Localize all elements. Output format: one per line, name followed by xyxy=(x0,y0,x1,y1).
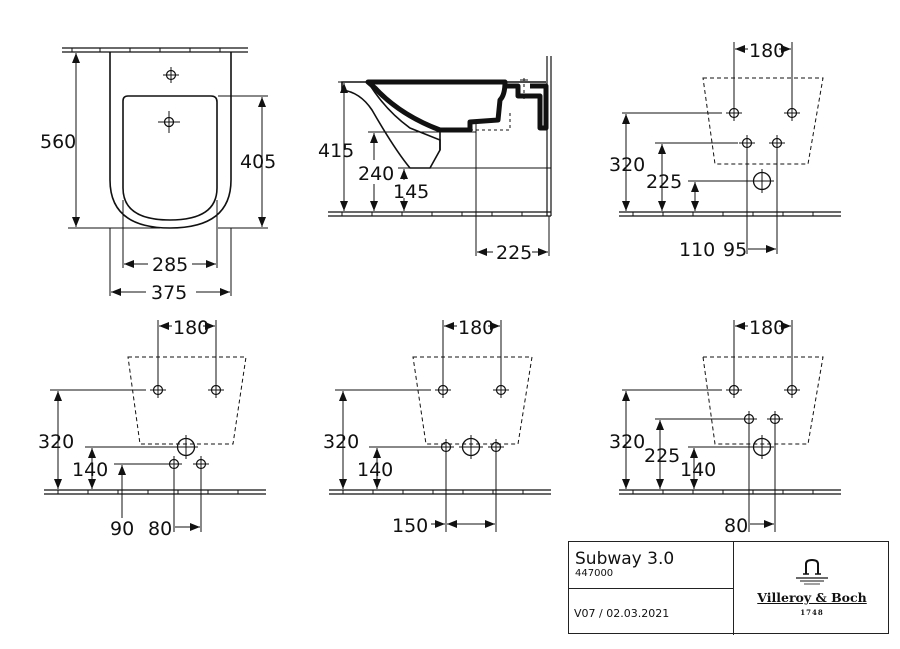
waste-outlet-icon xyxy=(749,434,775,460)
outlet-height-label: 240 xyxy=(358,163,394,185)
bolt-spacing-label: 180 xyxy=(749,40,785,62)
bowl-width-label: 285 xyxy=(152,254,188,276)
bolt-spacing-label: 180 xyxy=(458,317,494,339)
mount-height-label: 320 xyxy=(323,431,359,453)
waste-outlet-icon xyxy=(749,168,775,194)
bowl-height-label-side: 145 xyxy=(393,181,429,203)
bolt-spacing-label: 180 xyxy=(749,317,785,339)
supply-hole-icon xyxy=(738,134,756,152)
version-date: V07 / 02.03.2021 xyxy=(574,607,670,620)
title-block: Subway 3.0 447000 V07 / 02.03.2021 Ville… xyxy=(568,541,890,635)
mounting-diagram-b: 180 320 140 90 80 xyxy=(38,317,267,540)
tap-hole-icon xyxy=(162,66,180,84)
product-name: Subway 3.0 xyxy=(575,549,675,569)
supply-hole-icon xyxy=(437,438,455,456)
supply-height-label: 90 xyxy=(110,518,134,540)
faucet-logo-icon xyxy=(796,558,828,585)
product-number: 447000 xyxy=(575,568,614,579)
mounting-diagram-a: 180 320 225 110 95 xyxy=(609,40,842,261)
product-cell: Subway 3.0 447000 xyxy=(569,542,734,589)
mounting-diagram-c: 180 320 140 150 xyxy=(323,317,552,537)
supply-height-label: 225 xyxy=(646,171,682,193)
supply-spacing-label: 150 xyxy=(392,515,428,537)
bolt-spacing-label: 180 xyxy=(173,317,209,339)
supply-hole-icon xyxy=(768,134,786,152)
mount-height-label: 320 xyxy=(38,431,74,453)
waste-height-label: 140 xyxy=(72,459,108,481)
mounting-diagram-d: 180 320 225 140 80 xyxy=(609,317,842,537)
supply-hole-icon xyxy=(766,410,784,428)
waste-outlet-icon xyxy=(458,434,484,460)
supply-hole-icon xyxy=(192,455,210,473)
waste-height-label: 140 xyxy=(680,459,716,481)
mount-height-label: 320 xyxy=(609,431,645,453)
brand-cell: Villeroy & Boch 1748 xyxy=(734,542,890,635)
brand-name: Villeroy & Boch xyxy=(757,590,867,605)
supply-height-label: 225 xyxy=(644,445,680,467)
bidet-side-view: 415 240 145 225 xyxy=(318,56,552,264)
overall-height-label: 560 xyxy=(40,131,76,153)
bowl-height-label: 405 xyxy=(240,151,276,173)
mount-height-label: 320 xyxy=(609,154,645,176)
supply-hole-icon xyxy=(165,455,183,473)
supply-hole-icon xyxy=(487,438,505,456)
waste-height-label: 110 xyxy=(679,239,715,261)
brand-year: 1748 xyxy=(800,608,824,617)
bidet-top-view: 560 405 285 375 xyxy=(40,47,276,304)
waste-height-label: 140 xyxy=(357,459,393,481)
overall-width-label: 375 xyxy=(151,282,187,304)
supply-spacing-label: 80 xyxy=(724,515,748,537)
supply-hole-icon xyxy=(740,410,758,428)
version-cell: V07 / 02.03.2021 xyxy=(569,589,734,635)
waste-outlet-icon xyxy=(173,434,199,460)
supply-spacing-label: 95 xyxy=(723,239,747,261)
supply-spacing-label: 80 xyxy=(148,518,172,540)
height-label: 415 xyxy=(318,140,354,162)
depth-label: 225 xyxy=(496,242,532,264)
